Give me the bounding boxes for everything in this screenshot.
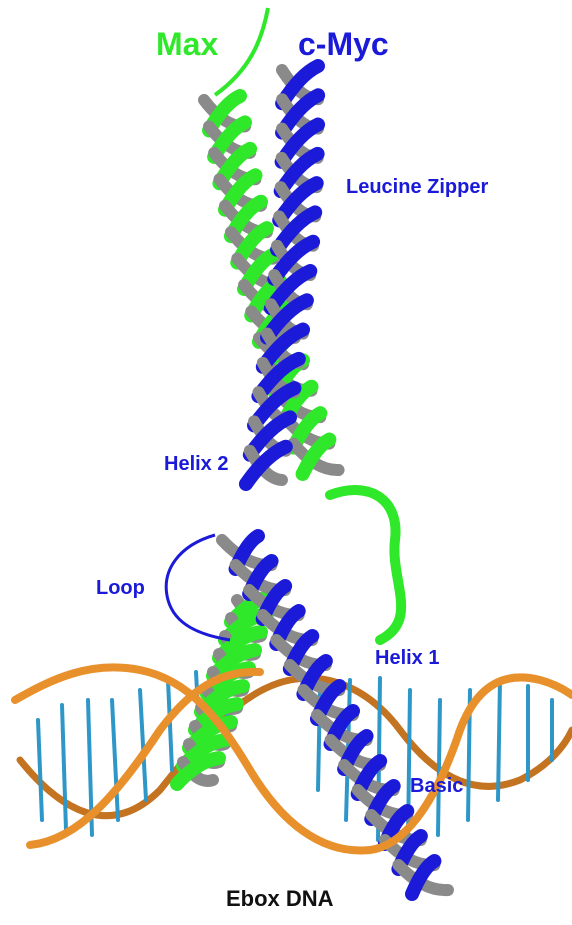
ebox-dna-label: Ebox DNA bbox=[226, 888, 334, 910]
max-label: Max bbox=[156, 28, 218, 60]
dna-back-strand bbox=[20, 678, 572, 816]
helix1-label: Helix 1 bbox=[375, 648, 439, 668]
dna-front-strand bbox=[15, 667, 572, 850]
cmyc-loop bbox=[166, 535, 230, 640]
cmyc-label: c-Myc bbox=[298, 28, 389, 60]
leucine-zipper-label: Leucine Zipper bbox=[346, 177, 488, 197]
loop-label: Loop bbox=[96, 578, 145, 598]
helix2-label: Helix 2 bbox=[164, 454, 228, 474]
max-loop bbox=[330, 490, 401, 640]
basic-label: Basic bbox=[410, 776, 463, 796]
max-n-terminal-tail bbox=[215, 8, 268, 95]
